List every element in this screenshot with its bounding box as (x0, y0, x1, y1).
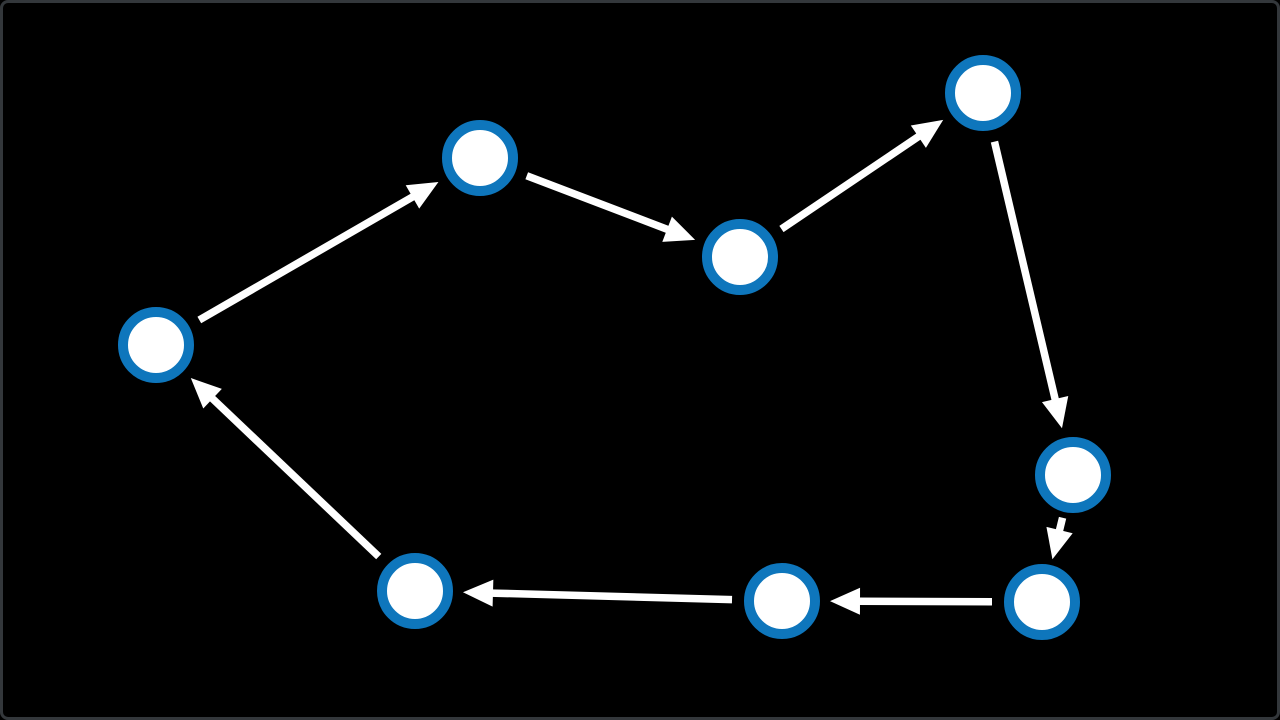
nodes-layer (118, 55, 1111, 640)
graph-node (377, 553, 453, 629)
arrowhead-icon (1041, 395, 1069, 429)
edge-line (857, 597, 993, 606)
arrowhead-icon (1046, 526, 1073, 560)
graph-node (118, 307, 194, 383)
graph-node (1004, 564, 1080, 640)
graph-edge (197, 181, 439, 324)
arrowhead-icon (662, 216, 696, 242)
edge-line (208, 394, 382, 560)
graph-edge (462, 579, 733, 607)
edges-layer (190, 119, 1073, 615)
graph-node (702, 219, 778, 295)
edge-line (1055, 516, 1067, 533)
arrowhead-icon (462, 579, 494, 607)
arrowhead-icon (405, 181, 439, 209)
graph-edge (990, 140, 1069, 429)
arrowhead-icon (190, 378, 222, 409)
edge-line (990, 140, 1060, 402)
graph-node (1035, 437, 1111, 513)
graph-edge (779, 119, 944, 233)
graph-node (945, 55, 1021, 131)
edge-line (490, 589, 733, 604)
graph-node (744, 563, 820, 639)
edge-line (197, 192, 417, 324)
edge-line (525, 172, 671, 234)
edge-line (779, 132, 923, 233)
arrowhead-icon (829, 587, 861, 615)
graph-edge (525, 172, 696, 242)
graph-edge (1046, 516, 1073, 560)
graph-node (442, 120, 518, 196)
graph-edge (829, 587, 993, 615)
arrowhead-icon (910, 119, 944, 148)
graph-edge (190, 378, 382, 560)
